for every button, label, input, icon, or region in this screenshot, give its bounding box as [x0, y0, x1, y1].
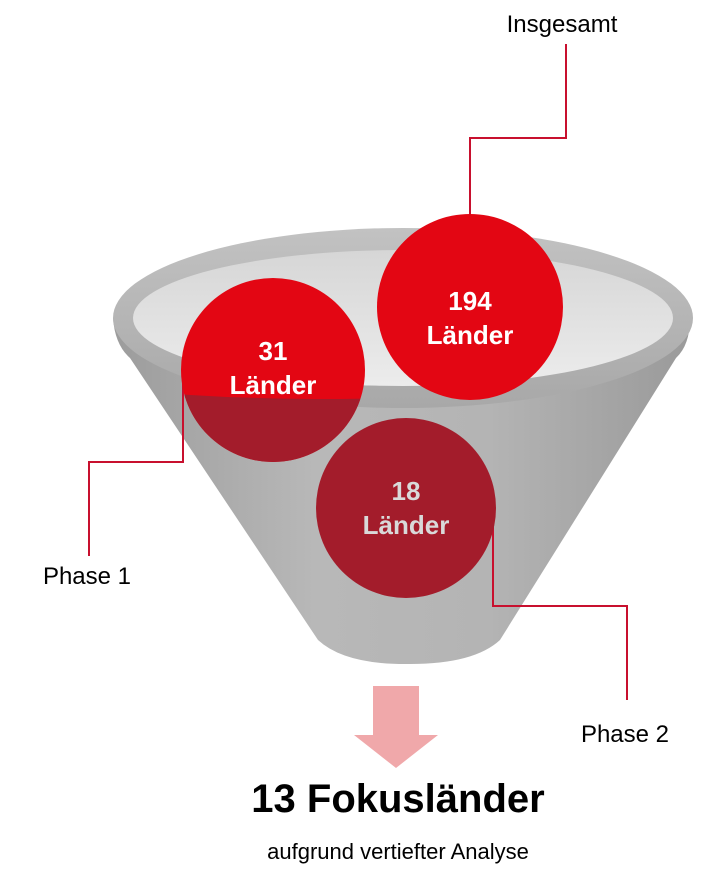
circle-phase2 [316, 418, 496, 598]
leader-line-top [469, 44, 567, 228]
circle-phase2-unit: Länder [363, 510, 450, 540]
down-arrow-icon [354, 686, 438, 768]
circle-phase1-unit: Länder [230, 370, 317, 400]
result-title: 13 Fokusländer [251, 777, 544, 821]
label-total: Insgesamt [507, 11, 618, 38]
circle-total-unit: Länder [427, 320, 514, 350]
circle-total-number: 194 [448, 286, 492, 316]
circle-phase1-number: 31 [259, 336, 288, 366]
result-subtitle: aufgrund vertiefter Analyse [267, 839, 529, 864]
leader-line-left [88, 378, 184, 556]
leader-line-right [492, 517, 628, 700]
label-phase1: Phase 1 [43, 563, 131, 590]
circle-phase2-number: 18 [392, 476, 421, 506]
label-phase2: Phase 2 [581, 721, 669, 748]
circle-total [377, 214, 563, 400]
